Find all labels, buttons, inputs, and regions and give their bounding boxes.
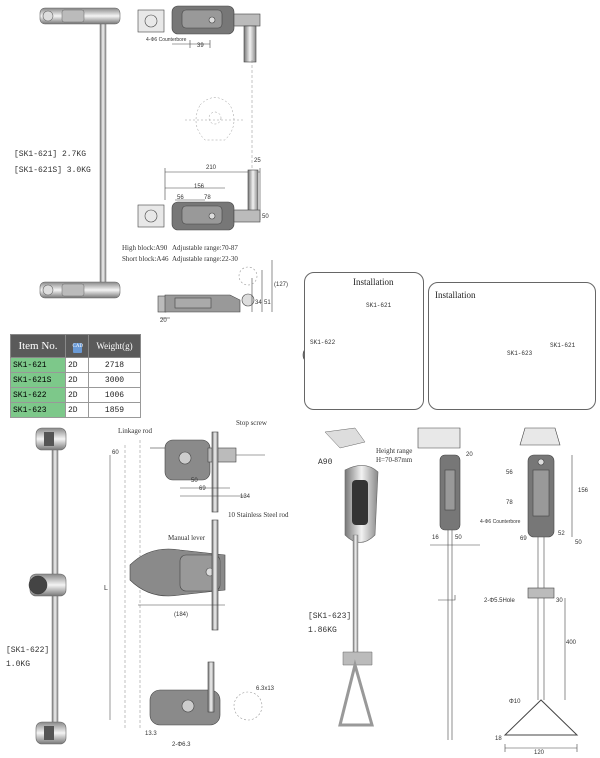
dim-134: 134 <box>240 494 251 500</box>
sk1-623-side-drawing <box>417 427 480 740</box>
sk1-623-front-drawing <box>503 427 579 752</box>
install-right-label-a: SK1-621 <box>550 342 576 349</box>
dim-52: 52 <box>558 531 565 537</box>
item-weight: 3000 <box>88 372 141 388</box>
sk1-623-photo <box>324 427 379 727</box>
linkage-rod-label: Linkage rod <box>118 427 153 435</box>
table-row: SK1-623 2D 1859 <box>10 402 141 418</box>
dim-50b-623: 50 <box>575 540 582 546</box>
dim-78: 78 <box>204 195 211 201</box>
dim-39: 39 <box>197 43 204 49</box>
dim-184: (184) <box>174 612 189 618</box>
install-left-label-a: SK1-621 <box>366 302 392 309</box>
short-block-range: Adjustable range:22-30 <box>172 255 238 263</box>
dim-56: 56 <box>177 195 184 201</box>
header-weight: Weight(g) <box>88 334 141 358</box>
dim-counterbore-623: 4-Φ6 Counterbore <box>480 519 521 525</box>
dim-50-623: 50 <box>455 535 462 541</box>
cad-icon: CAD <box>72 342 83 353</box>
height-range-label: Height range <box>376 447 413 455</box>
sk1-621-photo <box>39 7 121 299</box>
stainless-rod-label: 10 Stainless Steel rod <box>228 511 289 519</box>
dim-6-3x13: 6.3x13 <box>256 686 275 692</box>
dim-78-623: 78 <box>506 500 513 506</box>
height-range-value: H=70-87mm <box>376 456 413 464</box>
item-cad: 2D <box>65 372 89 388</box>
sk1-621-front-view <box>137 168 261 231</box>
table-header-row: Item No. CAD Weight(g) <box>10 334 141 358</box>
dim-L: L <box>104 585 108 592</box>
table-row: SK1-621 2D 2718 <box>10 357 141 373</box>
dim-25: 25 <box>254 158 261 164</box>
high-block-range: Adjustable range:70-87 <box>172 244 238 252</box>
install-left-label-b: SK1-622 <box>310 339 336 346</box>
item-weight: 2718 <box>88 357 141 373</box>
high-block-label: High block:A90 <box>122 244 168 252</box>
dim-127: (127) <box>274 282 289 288</box>
installation-title-right: Installation <box>435 290 476 300</box>
dim-51: 51 <box>264 300 271 306</box>
dim-holes: 2-Φ5.5Hole <box>484 598 515 604</box>
dim-156: 156 <box>194 184 205 190</box>
dim-50-622: 50 <box>191 478 198 484</box>
dim-69-622: 69 <box>199 486 206 492</box>
dim-13-3: 13.3 <box>145 731 157 737</box>
dim-156-623: 156 <box>578 488 589 494</box>
weight-sk1-622-kg: 1.0KG <box>6 660 31 669</box>
install-right-label-b: SK1-623 <box>507 350 533 357</box>
header-item-no: Item No. <box>10 334 66 358</box>
header-cad: CAD <box>65 334 89 358</box>
item-weight: 1006 <box>88 387 141 403</box>
installation-title-left: Installation <box>353 277 394 287</box>
short-block-label: Short block:A46 <box>122 255 169 263</box>
table-row: SK1-622 2D 1006 <box>10 387 141 403</box>
sk1-621-side-ghost <box>185 97 245 141</box>
item-table: Item No. CAD Weight(g) SK1-621 2D 2718 S… <box>10 334 141 418</box>
a90-label: A90 <box>318 458 333 467</box>
dim-16: 16 <box>432 535 439 541</box>
dim-2x6-3: 2-Φ6.3 <box>172 742 191 748</box>
stop-screw-label: Stop screw <box>236 419 267 427</box>
sk1-622-drawing <box>109 431 265 730</box>
installation-panel-left: Installation <box>304 272 424 410</box>
dim-400: 400 <box>566 640 577 646</box>
dim-120: 120 <box>534 750 545 756</box>
item-cad: 2D <box>65 357 89 373</box>
weight-sk1-621s: [SK1-621S] 3.0KG <box>14 166 91 175</box>
dim-210: 210 <box>206 165 217 171</box>
dim-18: 18 <box>495 736 502 742</box>
item-cad: 2D <box>65 402 89 418</box>
item-cad: 2D <box>65 387 89 403</box>
dim-phi10: Φ10 <box>509 699 521 705</box>
item-weight: 1859 <box>88 402 141 418</box>
item-code: SK1-622 <box>10 387 66 403</box>
item-code: SK1-623 <box>10 402 66 418</box>
dim-20-621: 20 <box>160 318 167 324</box>
dim-69-623: 69 <box>520 536 527 542</box>
weight-sk1-622: [SK1-622] <box>6 646 50 655</box>
dim-34: 34 <box>255 300 262 306</box>
dim-counterbore-621: 4-Φ6 Counterbore <box>146 37 187 43</box>
table-row: SK1-621S 2D 3000 <box>10 372 141 388</box>
weight-sk1-623: [SK1-623] <box>308 612 352 621</box>
item-code: SK1-621S <box>10 372 66 388</box>
sk1-622-photo <box>28 427 67 745</box>
installation-panel-right: Installation <box>428 282 596 410</box>
dim-50-621: 50 <box>262 214 269 220</box>
sk1-621-bottom-side-view <box>157 260 273 319</box>
manual-lever-label: Manual lever <box>168 534 206 542</box>
dim-56-623: 56 <box>506 470 513 476</box>
weight-sk1-623-kg: 1.86KG <box>308 626 337 635</box>
dim-30: 30 <box>556 598 563 604</box>
item-code: SK1-621 <box>10 357 66 373</box>
weight-sk1-621: [SK1-621] 2.7KG <box>14 150 87 159</box>
dim-60: 60 <box>112 450 119 456</box>
dim-20-623: 20 <box>466 452 473 458</box>
sk1-621-top-view <box>137 5 261 63</box>
